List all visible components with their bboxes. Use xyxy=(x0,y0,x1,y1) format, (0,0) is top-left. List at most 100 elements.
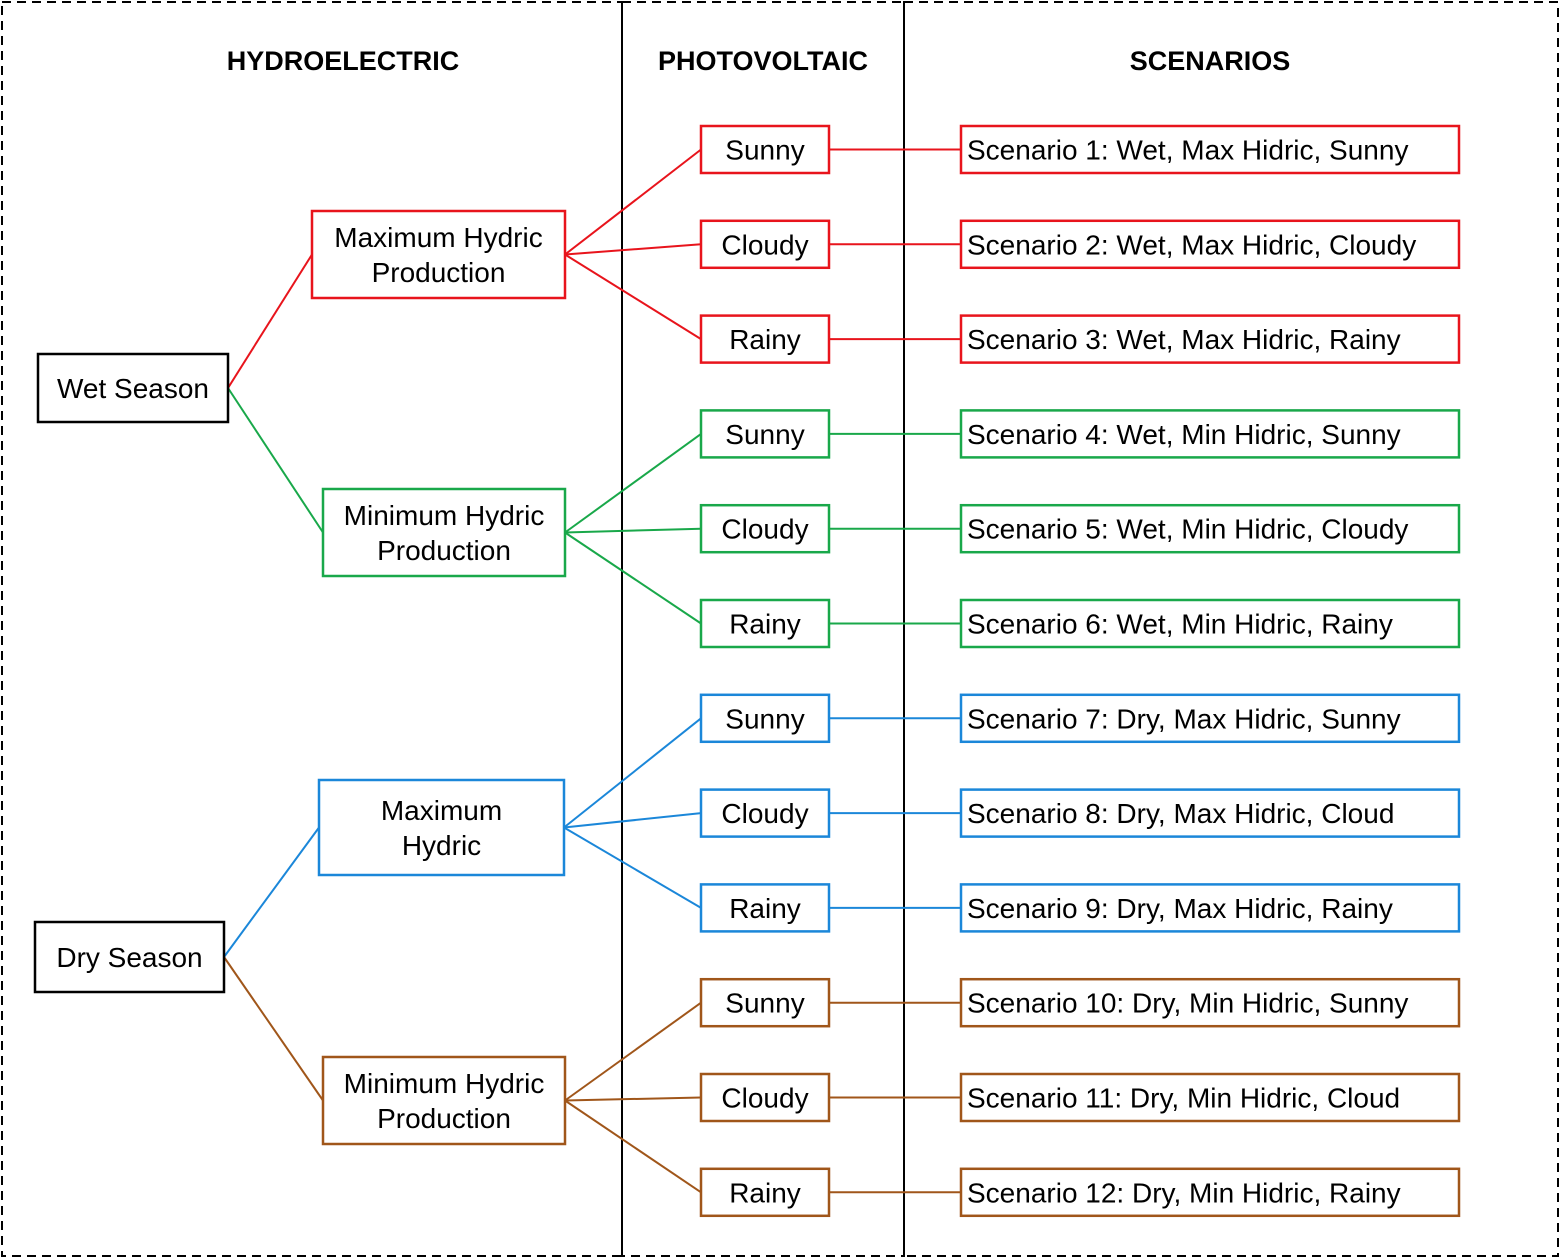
scenario-box-5-label: Scenario 5: Wet, Min Hidric, Cloudy xyxy=(967,514,1408,545)
weather-box-rainy-6-label: Rainy xyxy=(729,609,801,640)
hydric-box-2-label: Minimum Hydric xyxy=(344,500,545,531)
scenario-box-10-border xyxy=(959,977,1461,1028)
scenario-box-9-border xyxy=(959,883,1461,933)
weather-box-sunny-7: Sunny xyxy=(699,693,831,744)
hydric-box-4-label: Production xyxy=(377,1103,511,1134)
season-box-wet-border xyxy=(36,352,230,424)
scenario-box-2-border xyxy=(959,219,1461,270)
weather-box-cloudy-5-label: Cloudy xyxy=(721,514,808,545)
weather-box-rainy-9-label: Rainy xyxy=(729,893,801,924)
connector-hydric-3-weather-9 xyxy=(563,826,702,909)
hydric-box-3-border xyxy=(317,778,566,877)
scenario-box-6-label: Scenario 6: Wet, Min Hidric, Rainy xyxy=(967,609,1393,640)
connector-hydric-4-weather-11 xyxy=(564,1096,702,1102)
season-box-dry: Dry Season xyxy=(33,920,226,994)
weather-box-cloudy-2-border xyxy=(699,219,831,270)
hydric-box-2-border xyxy=(321,487,567,578)
hydric-box-1-label: Production xyxy=(372,257,506,288)
season-box-wet-label: Wet Season xyxy=(57,373,209,404)
connector-season-2-hydric-3 xyxy=(223,826,320,958)
scenario-box-11: Scenario 11: Dry, Min Hidric, Cloud xyxy=(959,1072,1461,1123)
scenario-box-10-label: Scenario 10: Dry, Min Hidric, Sunny xyxy=(967,988,1408,1019)
frame-scenarios xyxy=(903,1,1559,1257)
weather-box-cloudy-11-border xyxy=(699,1072,831,1123)
connector-hydric-1-weather-1 xyxy=(564,148,702,256)
weather-box-sunny-7-label: Sunny xyxy=(725,703,804,734)
scenario-box-7: Scenario 7: Dry, Max Hidric, Sunny xyxy=(959,693,1461,744)
weather-box-rainy-9: Rainy xyxy=(699,883,831,933)
connector-hydric-2-weather-6 xyxy=(564,531,702,625)
weather-box-cloudy-5-border xyxy=(699,503,831,554)
weather-box-sunny-1: Sunny xyxy=(699,124,831,175)
weather-box-rainy-3-label: Rainy xyxy=(729,324,801,355)
weather-box-rainy-3-border xyxy=(699,314,831,364)
scenario-box-1: Scenario 1: Wet, Max Hidric, Sunny xyxy=(959,124,1461,175)
weather-box-rainy-12: Rainy xyxy=(699,1167,831,1218)
scenario-box-12-label: Scenario 12: Dry, Min Hidric, Rainy xyxy=(967,1177,1401,1208)
scenario-box-2-label: Scenario 2: Wet, Max Hidric, Cloudy xyxy=(967,229,1416,260)
weather-box-sunny-4-border xyxy=(699,409,831,459)
scenario-box-11-border xyxy=(959,1072,1461,1123)
weather-box-rainy-6-border xyxy=(699,598,831,649)
weather-box-cloudy-5: Cloudy xyxy=(699,503,831,554)
weather-box-cloudy-2-label: Cloudy xyxy=(721,229,808,260)
scenario-box-3-label: Scenario 3: Wet, Max Hidric, Rainy xyxy=(967,324,1401,355)
header-photovoltaic: PHOTOVOLTAIC xyxy=(658,46,868,76)
weather-box-sunny-4: Sunny xyxy=(699,409,831,459)
hydric-box-2-label: Production xyxy=(377,535,511,566)
connector-season-2-hydric-4 xyxy=(223,956,324,1102)
scenario-box-5: Scenario 5: Wet, Min Hidric, Cloudy xyxy=(959,503,1461,554)
weather-box-rainy-9-border xyxy=(699,883,831,933)
connector-season-1-hydric-1 xyxy=(227,253,313,389)
hydric-box-1-border xyxy=(310,209,567,300)
connector-hydric-4-weather-10 xyxy=(564,1001,702,1102)
weather-box-cloudy-11: Cloudy xyxy=(699,1072,831,1123)
season-box-wet: Wet Season xyxy=(36,352,230,424)
weather-box-sunny-4-label: Sunny xyxy=(725,419,804,450)
scenario-box-7-border xyxy=(959,693,1461,744)
header-scenarios: SCENARIOS xyxy=(1130,46,1291,76)
scenario-box-2: Scenario 2: Wet, Max Hidric, Cloudy xyxy=(959,219,1461,270)
connector-hydric-3-weather-7 xyxy=(563,717,702,829)
weather-box-rainy-6: Rainy xyxy=(699,598,831,649)
hydric-box-4-border xyxy=(321,1055,567,1146)
connector-hydric-2-weather-4 xyxy=(564,433,702,534)
hydric-box-3-label: Hydric xyxy=(402,830,481,861)
connector-hydric-3-weather-8 xyxy=(563,812,702,829)
season-box-dry-label: Dry Season xyxy=(56,942,202,973)
scenario-box-12-border xyxy=(959,1167,1461,1218)
header-hydroelectric: HYDROELECTRIC xyxy=(227,46,460,76)
scenario-box-8: Scenario 8: Dry, Max Hidric, Cloud xyxy=(959,788,1461,838)
scenario-box-1-border xyxy=(959,124,1461,175)
connector-hydric-2-weather-5 xyxy=(564,527,702,534)
scenario-box-6: Scenario 6: Wet, Min Hidric, Rainy xyxy=(959,598,1461,649)
hydric-box-3-label: Maximum xyxy=(381,795,502,826)
scenario-box-4-border xyxy=(959,409,1461,459)
connector-hydric-1-weather-2 xyxy=(564,243,702,256)
weather-box-rainy-12-label: Rainy xyxy=(729,1177,801,1208)
weather-box-sunny-10-border xyxy=(699,977,831,1028)
scenario-box-1-label: Scenario 1: Wet, Max Hidric, Sunny xyxy=(967,135,1408,166)
scenario-box-9-label: Scenario 9: Dry, Max Hidric, Rainy xyxy=(967,893,1393,924)
scenario-box-6-border xyxy=(959,598,1461,649)
hydric-box-4-label: Minimum Hydric xyxy=(344,1068,545,1099)
weather-box-sunny-7-border xyxy=(699,693,831,744)
weather-box-cloudy-8-border xyxy=(699,788,831,838)
connector-hydric-1-weather-3 xyxy=(564,253,702,340)
scenario-box-7-label: Scenario 7: Dry, Max Hidric, Sunny xyxy=(967,703,1401,734)
scenario-box-3-border xyxy=(959,314,1461,364)
scenario-box-3: Scenario 3: Wet, Max Hidric, Rainy xyxy=(959,314,1461,364)
scenario-box-4: Scenario 4: Wet, Min Hidric, Sunny xyxy=(959,409,1461,459)
connector-hydric-4-weather-12 xyxy=(564,1099,702,1194)
weather-box-cloudy-11-label: Cloudy xyxy=(721,1083,808,1114)
weather-box-cloudy-8: Cloudy xyxy=(699,788,831,838)
weather-box-sunny-10: Sunny xyxy=(699,977,831,1028)
weather-box-cloudy-8-label: Cloudy xyxy=(721,798,808,829)
connector-lines xyxy=(223,148,961,1194)
season-box-dry-border xyxy=(33,920,226,994)
